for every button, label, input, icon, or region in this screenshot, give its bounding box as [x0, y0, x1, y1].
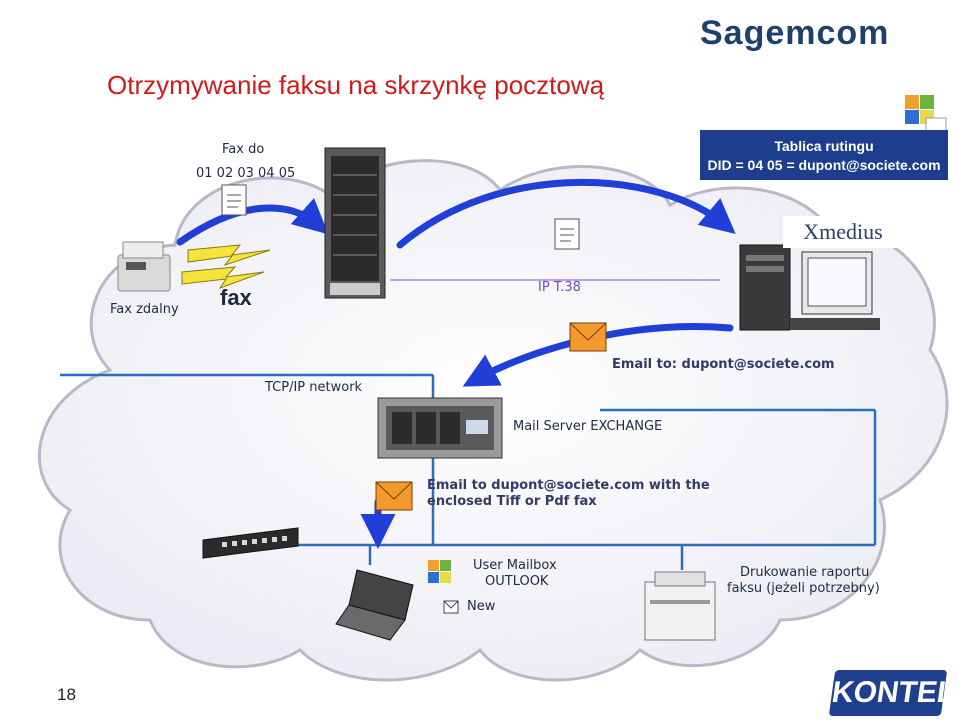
xmedius-server-icon: [739, 244, 880, 331]
network-switch-icon: [202, 527, 299, 559]
ip-t38-label: IP T.38: [538, 280, 581, 295]
routing-rule: DID = 04 05 = dupont@societe.com: [707, 157, 941, 173]
network-lines: [60, 373, 877, 570]
tcpip-network-label: TCP/IP network: [265, 380, 363, 395]
envelope-icon: [569, 322, 607, 352]
fax-remote-label: Fax zdalny: [110, 302, 179, 317]
pbx-rack-icon: [324, 147, 386, 299]
printing-label-line2: faksu (jeżeli potrzebny): [727, 581, 880, 596]
laptop-icon: [335, 569, 414, 641]
fax-machine-icon: [117, 241, 171, 292]
fax-number: 01 02 03 04 05: [196, 166, 296, 181]
document-icon: [554, 218, 580, 250]
routing-table-box: Tablica rutingu DID = 04 05 = dupont@soc…: [700, 130, 948, 180]
outlook-mailbox-icon: [428, 560, 451, 583]
kontel-logo: KONTEL: [828, 670, 958, 716]
user-mailbox-label: User Mailbox: [473, 558, 557, 573]
printer-icon: [644, 571, 716, 641]
fax-to-label: Fax do: [222, 142, 265, 157]
outlook-label: OUTLOOK: [485, 574, 549, 589]
xmedius-label: Xmedius: [783, 216, 903, 248]
mail-server-label: Mail Server EXCHANGE: [513, 419, 663, 434]
mail-server-icon: [377, 397, 503, 459]
new-label: New: [467, 599, 496, 614]
page-number: 18: [57, 685, 76, 704]
page-title: Otrzymywanie faksu na skrzynkę pocztową: [107, 70, 605, 100]
fax-word-label: fax: [220, 285, 252, 310]
email-to-label: Email to: dupont@societe.com: [612, 357, 835, 372]
envelope-icon-2: [375, 481, 413, 511]
email-enclosed-line1: Email to dupont@societe.com with the: [427, 478, 710, 493]
email-enclosed-line2: enclosed Tiff or Pdf fax: [427, 494, 597, 509]
lightning-icons: [181, 244, 271, 289]
outlook-icon: [905, 95, 947, 133]
routing-title: Tablica rutingu: [774, 138, 874, 154]
fax-document-icon: [221, 184, 247, 216]
sagemcom-logo: Sagemcom: [700, 14, 890, 52]
new-mail-icon: [443, 600, 459, 614]
printing-label-line1: Drukowanie raportu: [740, 565, 870, 580]
